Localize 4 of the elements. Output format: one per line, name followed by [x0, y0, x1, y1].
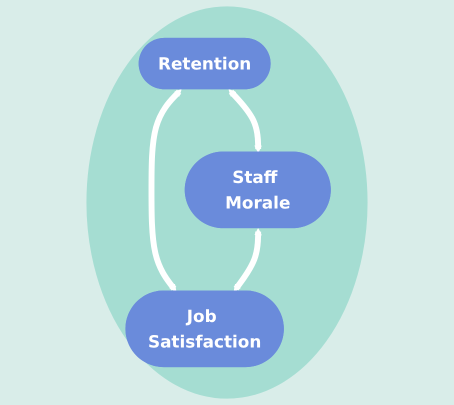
arrow [148, 89, 182, 292]
arrow [228, 89, 262, 153]
cluster [86, 6, 368, 399]
arrow [234, 228, 262, 292]
